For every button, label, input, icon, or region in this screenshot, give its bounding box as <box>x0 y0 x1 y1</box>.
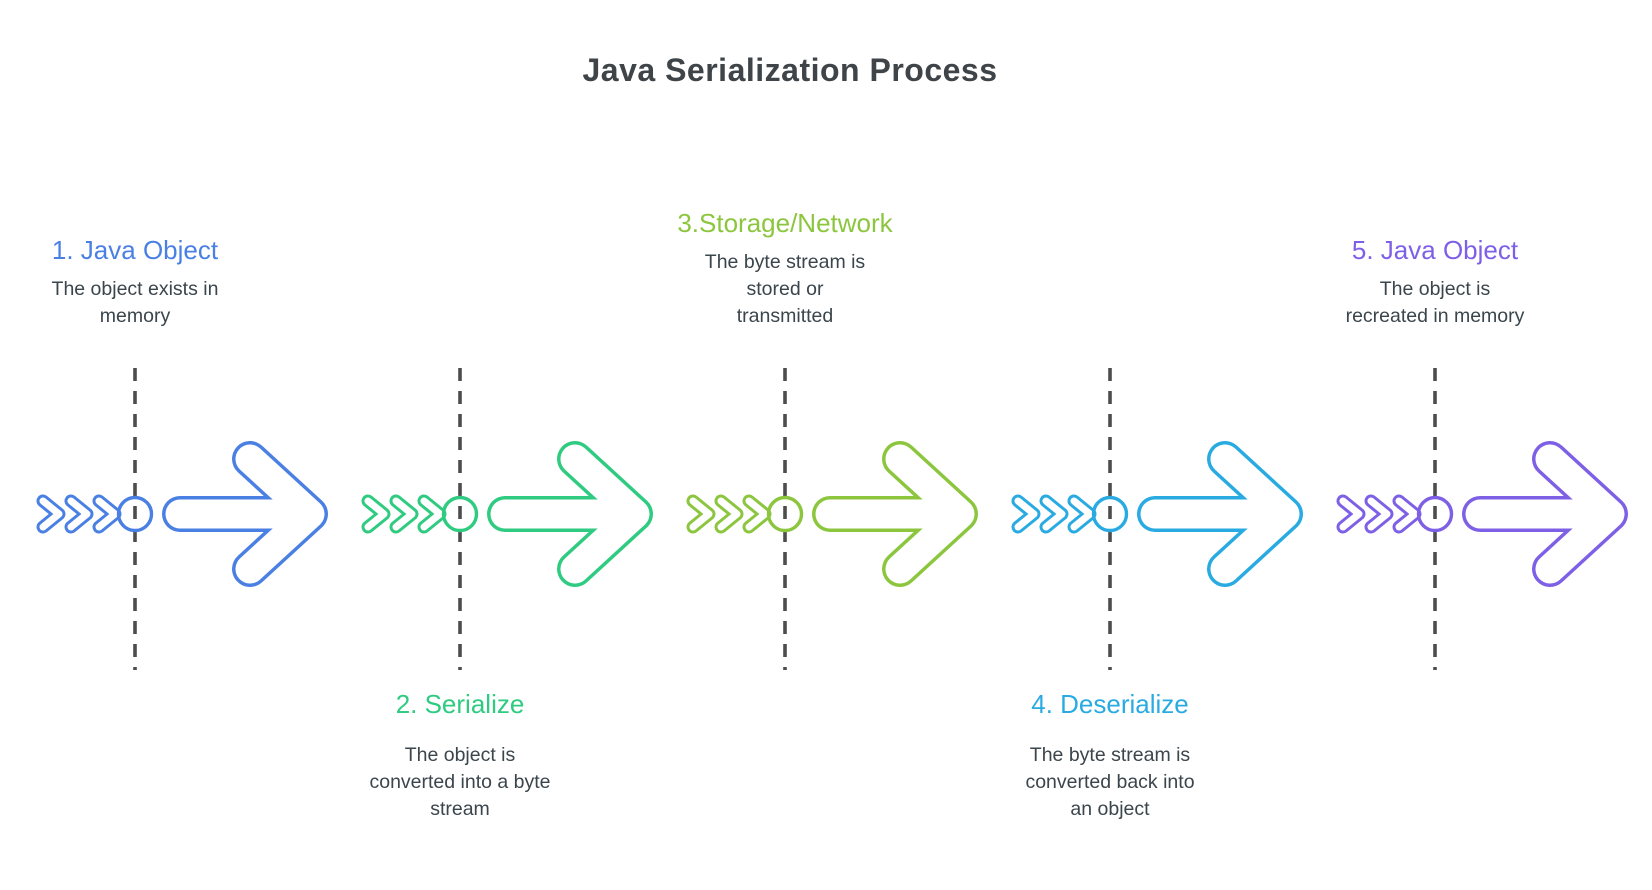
flow-arrow-graphic <box>361 441 653 587</box>
node-circle-icon <box>1416 495 1454 533</box>
stage-4-deserialize: 4. Deserialize The byte stream is conver… <box>944 0 1303 890</box>
arrow-right-icon-inner <box>490 444 650 584</box>
stage-4-description: The byte stream is converted back into a… <box>1025 744 1195 820</box>
stage-1-description: The object exists in memory <box>51 278 219 327</box>
stage-1-label: 1. Java Object <box>51 235 219 265</box>
dashed-divider-line <box>133 368 137 670</box>
stage-2-label: 2. Serialize <box>395 689 525 719</box>
triple-chevron-icon-inner <box>364 497 444 531</box>
dashed-divider-line <box>783 368 787 670</box>
stage-4-text-block: 4. Deserialize The byte stream is conver… <box>944 688 1276 823</box>
stage-5-text-block: 5. Java Object The object is recreated i… <box>1269 180 1601 330</box>
triple-chevron-icon-inner <box>1339 497 1419 531</box>
stage-3-description: The byte stream is stored or transmitted <box>704 251 866 327</box>
flow-arrow-graphic <box>1336 441 1628 587</box>
arrow-right-icon-inner <box>1140 444 1300 584</box>
node-circle-icon <box>441 495 479 533</box>
stage-4-label: 4. Deserialize <box>1031 689 1189 719</box>
triple-chevron-icon-inner <box>39 497 119 531</box>
node-circle-icon <box>1091 495 1129 533</box>
dashed-divider-line <box>1433 368 1437 670</box>
dashed-divider-line <box>458 368 462 670</box>
diagram-title: Java Serialization Process <box>582 52 998 88</box>
stage-5-java-object: 5. Java Object The object is recreated i… <box>1269 0 1628 890</box>
arrow-right-icon-inner <box>165 444 325 584</box>
stage-3-text-block: 3.Storage/Network The byte stream is sto… <box>619 180 951 330</box>
dashed-divider-line <box>1108 368 1112 670</box>
arrow-right-icon-inner <box>815 444 975 584</box>
triple-chevron-icon-inner <box>689 497 769 531</box>
stage-2-description: The object is converted into a byte stre… <box>369 744 551 820</box>
stage-3-label: 3.Storage/Network <box>677 208 893 238</box>
node-circle-icon <box>116 495 154 533</box>
flow-arrow-graphic <box>36 441 328 587</box>
stage-1-java-object: 1. Java Object The object exists in memo… <box>0 0 328 890</box>
node-circle-icon <box>766 495 804 533</box>
stage-1-text-block: 1. Java Object The object exists in memo… <box>0 180 301 330</box>
flow-arrow-graphic <box>1011 441 1303 587</box>
stage-5-description: The object is recreated in memory <box>1345 278 1525 327</box>
arrow-right-icon-inner <box>1465 444 1625 584</box>
triple-chevron-icon-inner <box>1014 497 1094 531</box>
stage-5-label: 5. Java Object <box>1351 235 1519 265</box>
stage-2-text-block: 2. Serialize The object is converted int… <box>294 688 626 823</box>
flow-arrow-graphic <box>686 441 978 587</box>
stage-3-storage-network: 3.Storage/Network The byte stream is sto… <box>619 0 978 890</box>
stage-2-serialize: 2. Serialize The object is converted int… <box>294 0 653 890</box>
